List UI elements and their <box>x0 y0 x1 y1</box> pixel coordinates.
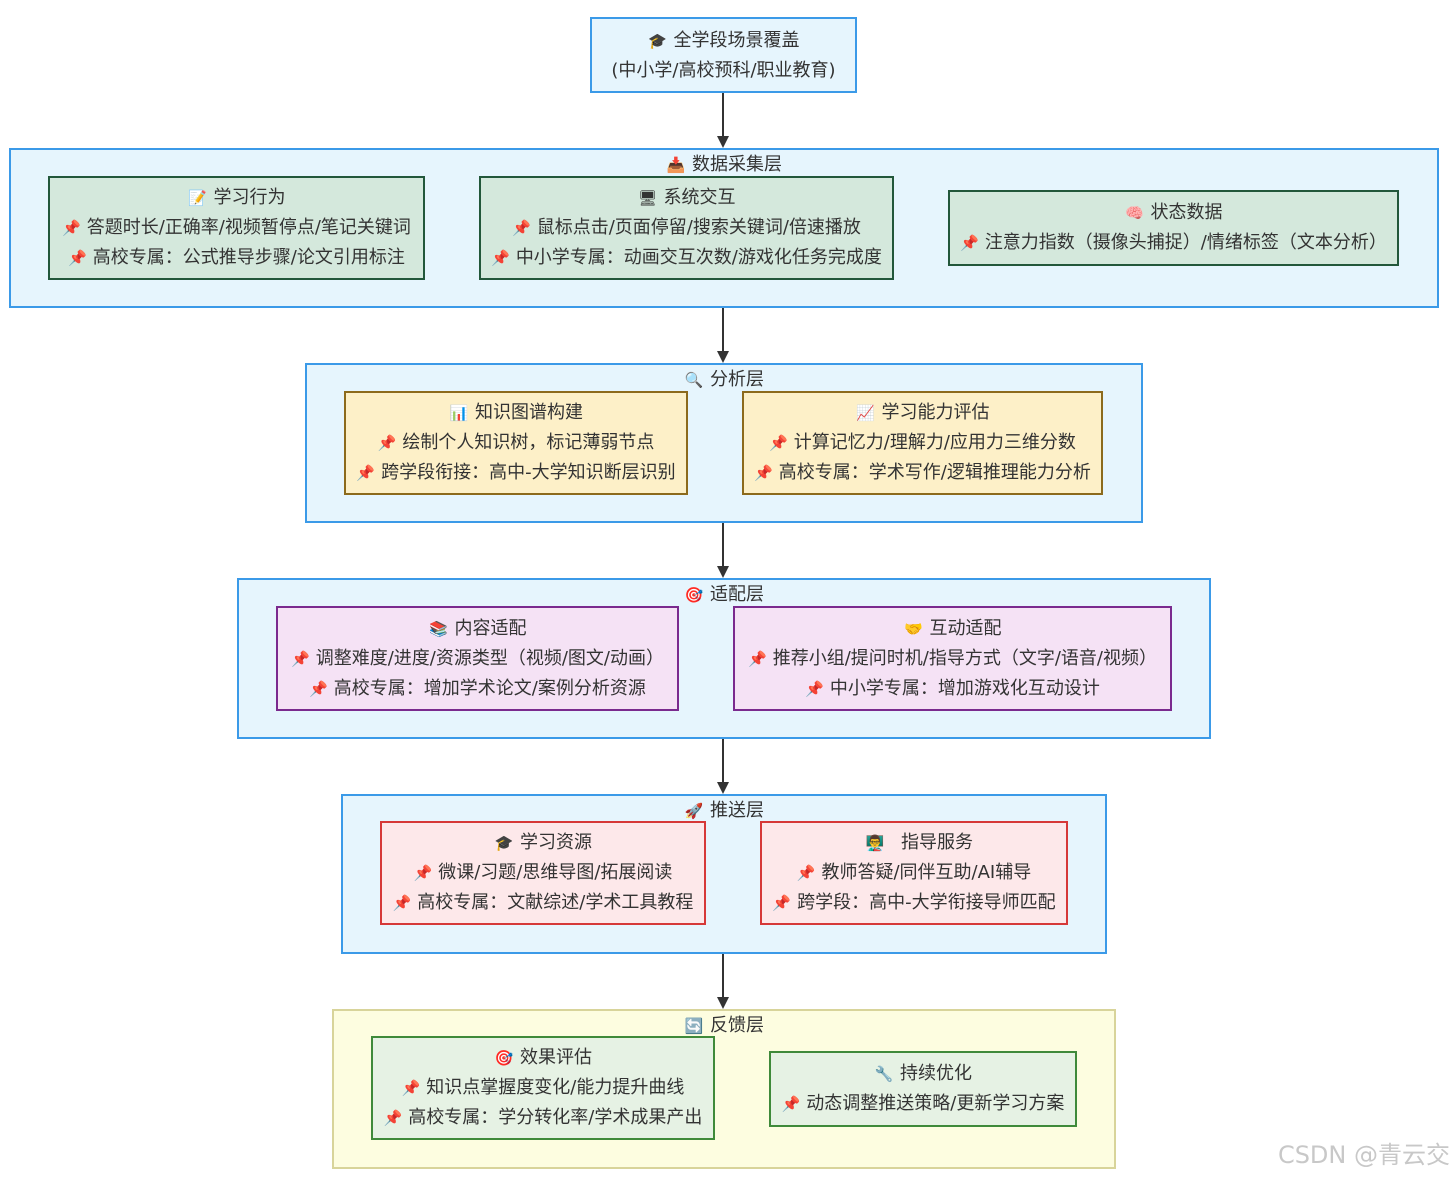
push-layer-title: 🚀推送层 <box>684 800 764 821</box>
graduation-cap-icon: 🎓 <box>494 834 514 852</box>
csdn-watermark: CSDN @青云交 <box>1277 1141 1450 1169</box>
pushpin-icon: 📌 <box>392 894 412 912</box>
learning-behavior-node: 📝学习行为 📌答题时长/正确率/视频暂停点/笔记关键词 📌高校专属：公式推导步骤… <box>48 176 425 280</box>
state-data-node: 🧠状态数据 📌注意力指数（摄像头捕捉）/情绪标签（文本分析） <box>948 190 1399 266</box>
system-interaction-node: 🖥系统交互 📌鼠标点击/页面停留/搜索关键词/倍速播放 📌中小学专属：动画交互次… <box>479 176 894 280</box>
knowledge-graph-node: 📊知识图谱构建 📌绘制个人知识树，标记薄弱节点 📌跨学段衔接：高中-大学知识断层… <box>344 391 688 495</box>
data-collection-layer-title: 📥数据采集层 <box>666 154 782 175</box>
pushpin-icon: 📌 <box>960 234 979 252</box>
ability-assessment-title: 学习能力评估 <box>881 402 990 423</box>
analysis-layer-title: 🔍分析层 <box>684 369 764 390</box>
scene-coverage-subtitle: (中小学/高校预科/职业教育) <box>611 59 836 81</box>
pushpin-icon: 📌 <box>748 649 767 668</box>
continuous-optimization-node: 🔧持续优化 📌动态调整推送策略/更新学习方案 <box>769 1051 1077 1127</box>
brain-icon: 🧠 <box>1125 204 1144 222</box>
teacher-icon: 👨‍🏫 <box>865 834 885 852</box>
pushpin-icon: 📌 <box>512 219 531 237</box>
direct-hit-icon: 🎯 <box>684 586 704 604</box>
continuous-optimization-title: 持续优化 <box>900 1063 972 1084</box>
direct-hit-icon: 🎯 <box>494 1049 514 1067</box>
pushpin-icon: 📌 <box>781 1095 801 1113</box>
scene-coverage-node: 🎓全学段场景覆盖 (中小学/高校预科/职业教育) <box>590 17 857 93</box>
content-adaptation-title: 内容适配 <box>454 617 527 639</box>
rocket-icon: 🚀 <box>684 802 704 820</box>
content-adaptation-node: 📚内容适配 📌调整难度/进度/资源类型（视频/图文/动画） 📌高校专属：增加学术… <box>276 606 679 711</box>
pushpin-icon: 📌 <box>309 679 328 698</box>
pushpin-icon: 📌 <box>68 249 87 267</box>
graduation-cap-icon: 🎓 <box>648 31 667 50</box>
inbox-tray-icon: 📥 <box>666 156 686 174</box>
pushpin-icon: 📌 <box>413 864 433 882</box>
pushpin-icon: 📌 <box>796 864 816 882</box>
pushpin-icon: 📌 <box>377 434 397 452</box>
learning-behavior-title: 学习行为 <box>213 187 286 208</box>
interaction-adaptation-title: 互动适配 <box>929 617 1002 639</box>
learning-resources-node: 🎓学习资源 📌微课/习题/思维导图/拓展阅读 📌高校专属：文献综述/学术工具教程 <box>380 821 706 925</box>
learning-resources-title: 学习资源 <box>520 832 592 853</box>
scene-coverage-title: 🎓全学段场景覆盖 <box>648 26 799 56</box>
adaptation-layer-title: 🎯适配层 <box>684 584 764 605</box>
pushpin-icon: 📌 <box>491 249 510 267</box>
guidance-service-title: 指导服务 <box>901 832 973 853</box>
memo-icon: 📝 <box>188 189 207 207</box>
pushpin-icon: 📌 <box>356 464 376 482</box>
wrench-icon: 🔧 <box>874 1065 894 1083</box>
pushpin-icon: 📌 <box>772 894 792 912</box>
effect-evaluation-node: 🎯效果评估 📌知识点掌握度变化/能力提升曲线 📌高校专属：学分转化率/学术成果产… <box>371 1036 715 1140</box>
state-data-title: 状态数据 <box>1150 202 1223 223</box>
feedback-layer-title: 🔄反馈层 <box>684 1015 764 1036</box>
ability-assessment-node: 📈学习能力评估 📌计算记忆力/理解力/应用力三维分数 📌高校专属：学术写作/逻辑… <box>742 391 1103 495</box>
desktop-computer-icon: 🖥 <box>637 189 658 207</box>
handshake-icon: 🤝 <box>904 619 923 638</box>
guidance-service-node: 👨‍🏫指导服务 📌教师答疑/同伴互助/AI辅导 📌跨学段：高中-大学衔接导师匹配 <box>760 821 1068 925</box>
pushpin-icon: 📌 <box>62 219 81 237</box>
books-icon: 📚 <box>429 619 448 638</box>
pushpin-icon: 📌 <box>291 649 310 668</box>
bar-chart-icon: 📊 <box>449 404 469 422</box>
pushpin-icon: 📌 <box>401 1079 421 1097</box>
refresh-icon: 🔄 <box>684 1017 704 1035</box>
effect-evaluation-title: 效果评估 <box>520 1047 592 1068</box>
knowledge-graph-title: 知识图谱构建 <box>475 402 583 423</box>
pushpin-icon: 📌 <box>805 679 824 698</box>
system-interaction-title: 系统交互 <box>663 187 736 208</box>
chart-increasing-icon: 📈 <box>856 404 875 422</box>
pushpin-icon: 📌 <box>383 1109 403 1127</box>
magnifier-icon: 🔍 <box>684 371 704 389</box>
pushpin-icon: 📌 <box>769 434 788 452</box>
pushpin-icon: 📌 <box>754 464 773 482</box>
interaction-adaptation-node: 🤝互动适配 📌推荐小组/提问时机/指导方式（文字/语音/视频） 📌中小学专属：增… <box>733 606 1172 711</box>
